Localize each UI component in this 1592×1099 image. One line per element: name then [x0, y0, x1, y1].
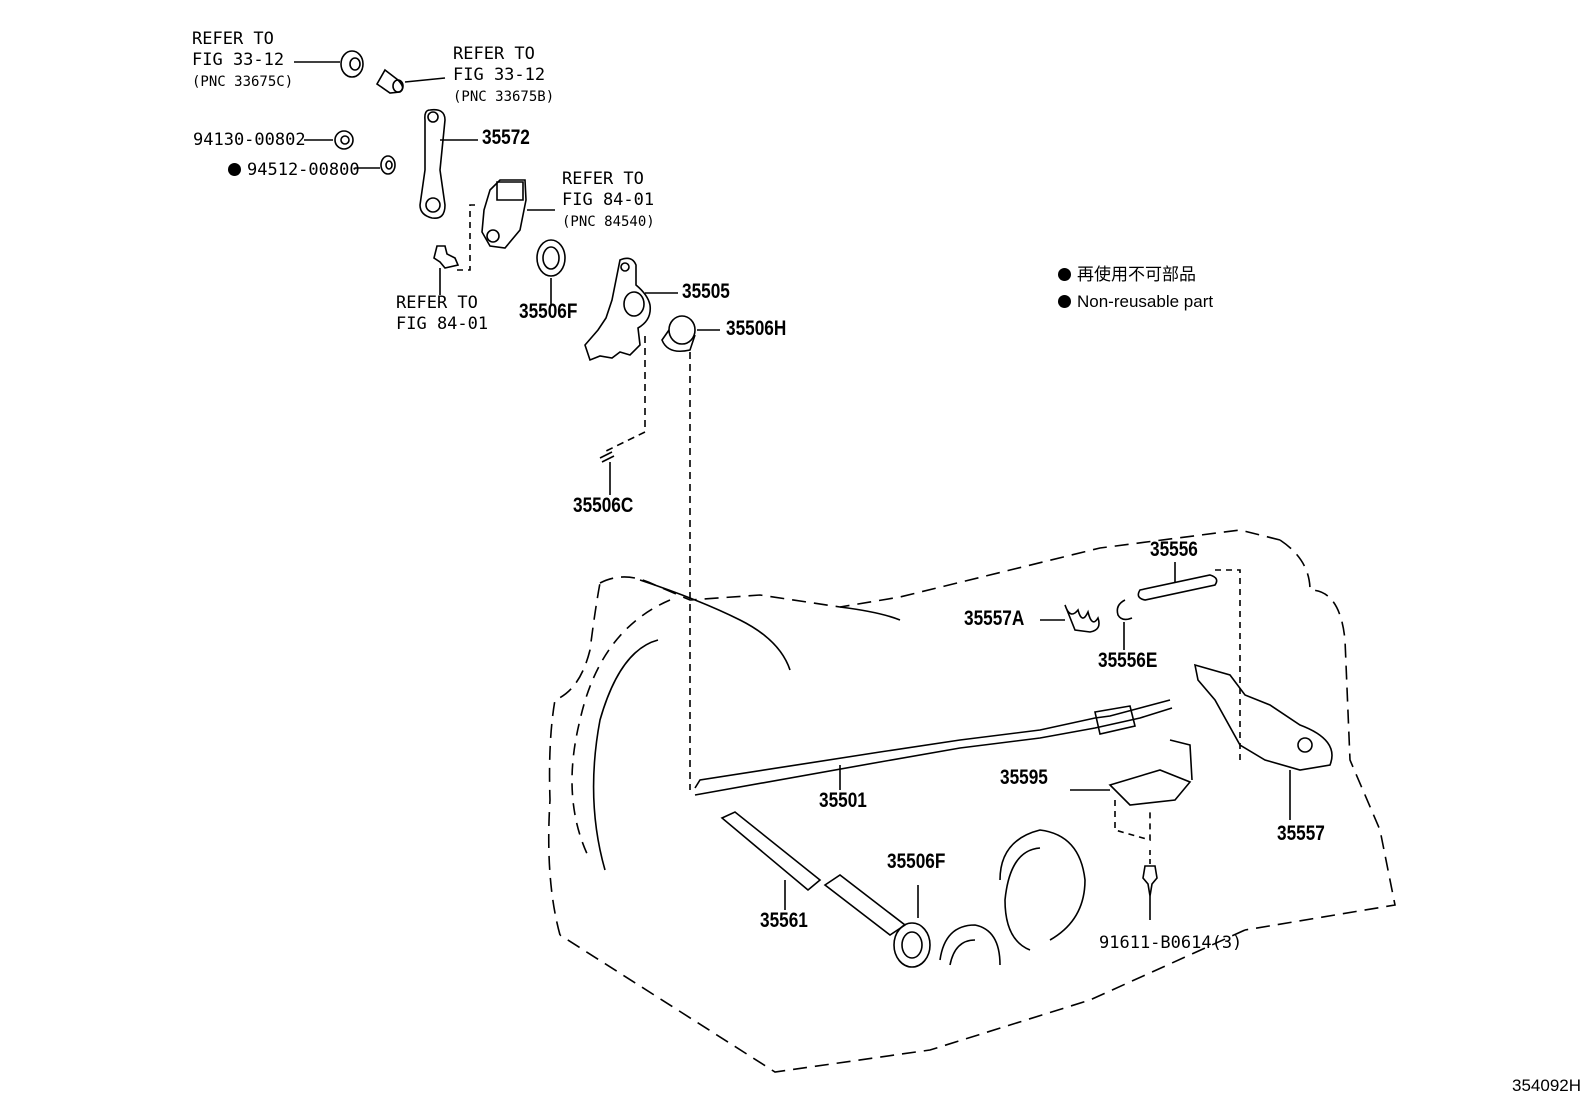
part-label-35556: 35556 [1150, 538, 1198, 561]
part-label-35572: 35572 [482, 126, 530, 149]
ref-line1: REFER TO [192, 29, 274, 49]
legend-en: Non-reusable part [1058, 291, 1213, 312]
ref-fig84-01-pnc: REFER TO FIG 84-01 (PNC 84540) [562, 169, 655, 233]
ref-line2: FIG 33-12 [192, 50, 285, 70]
part-label-35556e: 35556E [1098, 649, 1158, 672]
part-label-35561: 35561 [760, 909, 808, 932]
ref-fig33-12-c: REFER TO FIG 33-12 (PNC 33675C) [192, 29, 293, 93]
ref-line1: REFER TO [396, 293, 478, 313]
legend-en-text: Non-reusable part [1077, 292, 1214, 311]
ref-fig33-12-b: REFER TO FIG 33-12 (PNC 33675B) [453, 44, 554, 108]
non-reusable-dot-icon [1058, 268, 1071, 281]
part-label-94130-00802: 94130-00802 [193, 130, 306, 150]
ref-line3: (PNC 84540) [562, 214, 655, 230]
ref-line2: FIG 84-01 [562, 190, 655, 210]
transmission-case [549, 530, 1395, 1072]
ref-line2: FIG 84-01 [396, 314, 489, 334]
non-reusable-dot-icon [228, 163, 241, 176]
legend-jp: 再使用不可部品 [1058, 264, 1196, 285]
ref-fig84-01: REFER TO FIG 84-01 [396, 293, 488, 335]
part-label-35557: 35557 [1277, 822, 1325, 845]
ref-line3: (PNC 33675B) [453, 89, 555, 105]
ref-line1: REFER TO [562, 169, 644, 189]
part-label-35506h: 35506H [726, 317, 787, 340]
part-label-35506c: 35506C [573, 494, 634, 517]
part-label-35595: 35595 [1000, 766, 1048, 789]
ref-line1: REFER TO [453, 44, 535, 64]
part-label-91611-b0614: 91611-B0614(3) [1099, 933, 1243, 953]
ref-line2: FIG 33-12 [453, 65, 546, 85]
part-label-94512-00800: 94512-00800 [228, 160, 360, 181]
part-label-35506f-top: 35506F [519, 300, 578, 323]
shift-linkage-parts [294, 51, 720, 790]
non-reusable-dot-icon [1058, 295, 1071, 308]
figure-id: 354092H [1512, 1076, 1582, 1095]
part-number: 94512-00800 [247, 160, 360, 180]
part-label-35506f-bottom: 35506F [887, 850, 946, 873]
legend-jp-text: 再使用不可部品 [1077, 265, 1196, 284]
ref-line3: (PNC 33675C) [192, 74, 294, 90]
parking-lock-parts [695, 562, 1332, 967]
part-label-35557a: 35557A [964, 607, 1025, 630]
part-label-35501: 35501 [819, 789, 867, 812]
part-label-35505: 35505 [682, 280, 730, 303]
